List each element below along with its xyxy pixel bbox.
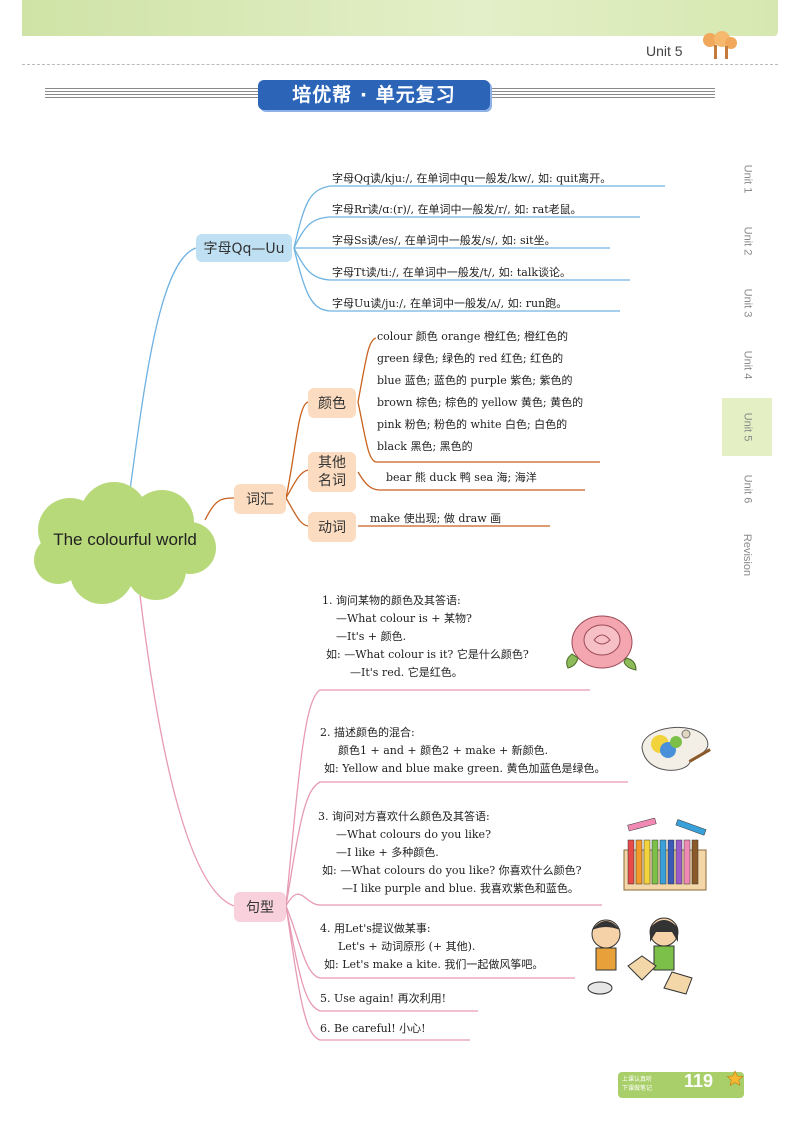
page-badge — [618, 1072, 744, 1098]
letter-s-line: 字母Ss读/es/, 在单词中一般发/s/, 如: sit坐。 — [332, 234, 556, 247]
sentence-example: 如: —What colours do you like? 你喜欢什么颜色? — [322, 864, 582, 877]
node-sentences: 句型 — [234, 892, 286, 922]
sentence-group-2: 2. 描述颜色的混合: 颜色1 + and + 颜色2 + make + 新颜色… — [320, 724, 605, 778]
sentence-line: 颜色1 + and + 颜色2 + make + 新颜色. — [338, 744, 549, 757]
sentence-title: 4. 用Let's提议做某事: — [320, 922, 431, 935]
children-kite-icon — [587, 917, 693, 995]
letter-u-line: 字母Uu读/juː/, 在单词中一般发/ʌ/, 如: run跑。 — [332, 297, 568, 310]
sentence-group-6: 6. Be careful! 小心! — [320, 1022, 426, 1035]
colour-line: green 绿色; 绿色的 red 红色; 红色的 — [377, 352, 564, 365]
node-other-nouns: 其他 名词 — [308, 452, 356, 492]
other-nouns-text: bear 熊 duck 鸭 sea 海; 海洋 — [386, 471, 537, 484]
sentence-title: 3. 询问对方喜欢什么颜色及其答语: — [318, 810, 490, 823]
sentence-example: —I like purple and blue. 我喜欢紫色和蓝色。 — [342, 882, 579, 895]
sentence-example: —It's red. 它是红色。 — [350, 666, 463, 679]
palette-icon — [641, 726, 711, 771]
section-banner: 培优帮 · 单元复习 — [258, 80, 490, 110]
top-color-bar — [22, 0, 778, 36]
node-colours: 颜色 — [308, 388, 356, 418]
sentence-line: —What colours do you like? — [336, 828, 491, 841]
sentence-title: 2. 描述颜色的混合: — [320, 726, 415, 739]
sentence-group-3: 3. 询问对方喜欢什么颜色及其答语: —What colours do you … — [318, 808, 582, 898]
colour-line: colour 颜色 orange 橙红色; 橙红色的 — [377, 330, 569, 343]
center-title: The colourful world — [53, 530, 197, 549]
node-vocab: 词汇 — [234, 484, 286, 514]
tree-icon — [703, 31, 737, 59]
badge-motto: 上课认真听 下课做笔记 — [622, 1076, 653, 1092]
verbs-text: make 使出现; 做 draw 画 — [370, 512, 502, 525]
sentence-example: 如: Let's make a kite. 我们一起做风筝吧。 — [324, 958, 544, 971]
colour-words: colour 颜色 orange 橙红色; 橙红色的 green 绿色; 绿色的… — [377, 326, 583, 458]
sentence-example: 如: —What colour is it? 它是什么颜色? — [326, 648, 529, 661]
sentence-group-4: 4. 用Let's提议做某事: Let's + 动词原形 (+ 其他). 如: … — [320, 920, 543, 974]
sentence-title: 1. 询问某物的颜色及其答语: — [322, 594, 461, 607]
node-verbs: 动词 — [308, 512, 356, 542]
sentence-line: Let's + 动词原形 (+ 其他). — [338, 940, 476, 953]
letter-q-line: 字母Qq读/kjuː/, 在单词中qu一般发/kw/, 如: quit离开。 — [332, 172, 612, 185]
sentence-line: —It's + 颜色. — [336, 630, 407, 643]
sentence-group-1: 1. 询问某物的颜色及其答语: —What colour is + 某物? —I… — [322, 592, 529, 682]
crayons-icon — [623, 818, 707, 891]
sentence-group-5: 5. Use again! 再次利用! — [320, 992, 447, 1005]
letter-t-line: 字母Tt读/tiː/, 在单词中一般发/t/, 如: talk谈论。 — [332, 266, 571, 279]
header-divider — [22, 64, 778, 65]
page-number: 119 — [684, 1071, 714, 1091]
unit-label: Unit 5 — [646, 43, 683, 59]
sentence-example: 如: Yellow and blue make green. 黄色加蓝色是绿色。 — [324, 762, 606, 775]
center-cloud — [34, 482, 216, 604]
colour-line: black 黑色; 黑色的 — [377, 440, 473, 453]
rose-icon — [566, 615, 637, 671]
star-icon — [726, 1070, 744, 1086]
sentence-line: —I like + 多种颜色. — [336, 846, 439, 859]
colour-line: brown 棕色; 棕色的 yellow 黄色; 黄色的 — [377, 396, 584, 409]
colour-line: pink 粉色; 粉色的 white 白色; 白色的 — [377, 418, 568, 431]
node-letters: 字母Qq—Uu — [196, 234, 292, 262]
letter-r-line: 字母Rr读/ɑː(r)/, 在单词中一般发/r/, 如: rat老鼠。 — [332, 203, 582, 216]
sentence-line: —What colour is + 某物? — [336, 612, 472, 625]
tab-unit-5[interactable]: Unit 5 — [722, 398, 772, 456]
colour-line: blue 蓝色; 蓝色的 purple 紫色; 紫色的 — [377, 374, 573, 387]
